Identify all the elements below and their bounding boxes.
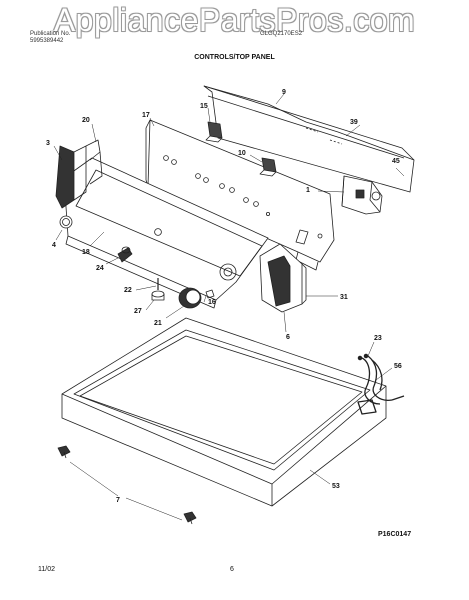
page-number: 6 — [230, 566, 234, 573]
callout-labels: 9 39 45 1 15 10 17 20 3 4 18 24 22 27 21… — [46, 89, 402, 504]
callout-7: 7 — [116, 497, 120, 504]
rear-panel-fold — [203, 85, 415, 161]
main-top — [61, 317, 387, 507]
callout-20: 20 — [82, 117, 90, 124]
leveler-right — [183, 511, 197, 525]
bracket-holes — [163, 155, 323, 239]
page-title: CONTROLS/TOP PANEL — [194, 54, 275, 61]
knob-hole — [219, 263, 237, 281]
callout-24: 24 — [96, 265, 104, 272]
callout-15: 15 — [200, 103, 208, 110]
leader-lines — [53, 93, 405, 521]
watermark: AppliancePartsPros.com — [53, 2, 416, 38]
callout-9: 9 — [282, 89, 286, 96]
left-end-cap — [55, 139, 103, 209]
indicator-16 — [205, 289, 215, 299]
right-end-cap — [259, 243, 307, 313]
callout-22: 22 — [124, 287, 132, 294]
callout-45: 45 — [392, 158, 400, 165]
leveler-left — [57, 445, 71, 459]
publication-label: Publication No. — [30, 31, 71, 37]
callout-1: 1 — [306, 187, 310, 194]
push-button — [59, 215, 73, 229]
switch-10 — [259, 157, 277, 177]
publication-number: 5995389442 — [30, 38, 64, 44]
callout-39: 39 — [350, 119, 358, 126]
callout-6: 6 — [286, 334, 290, 341]
callout-16: 16 — [208, 299, 216, 306]
large-knob — [178, 287, 202, 309]
diagram-code: P16C0147 — [378, 531, 412, 538]
callout-21: 21 — [154, 320, 162, 327]
callout-10: 10 — [238, 150, 246, 157]
callout-18: 18 — [82, 249, 90, 256]
callout-27: 27 — [134, 308, 142, 315]
wire-harness — [357, 353, 405, 415]
timer-module — [341, 175, 383, 215]
model-number: GLGQ2170ES2 — [260, 31, 303, 37]
callout-23: 23 — [374, 335, 382, 342]
callout-3: 3 — [46, 140, 50, 147]
callout-53: 53 — [332, 483, 340, 490]
callout-56: 56 — [394, 363, 402, 370]
callout-4: 4 — [52, 242, 56, 249]
revision-date: 11/02 — [38, 566, 55, 573]
callout-17: 17 — [142, 112, 150, 119]
knob-24 — [117, 246, 133, 263]
callout-31: 31 — [340, 294, 348, 301]
switch-15 — [205, 121, 223, 143]
clip-27 — [151, 290, 165, 301]
